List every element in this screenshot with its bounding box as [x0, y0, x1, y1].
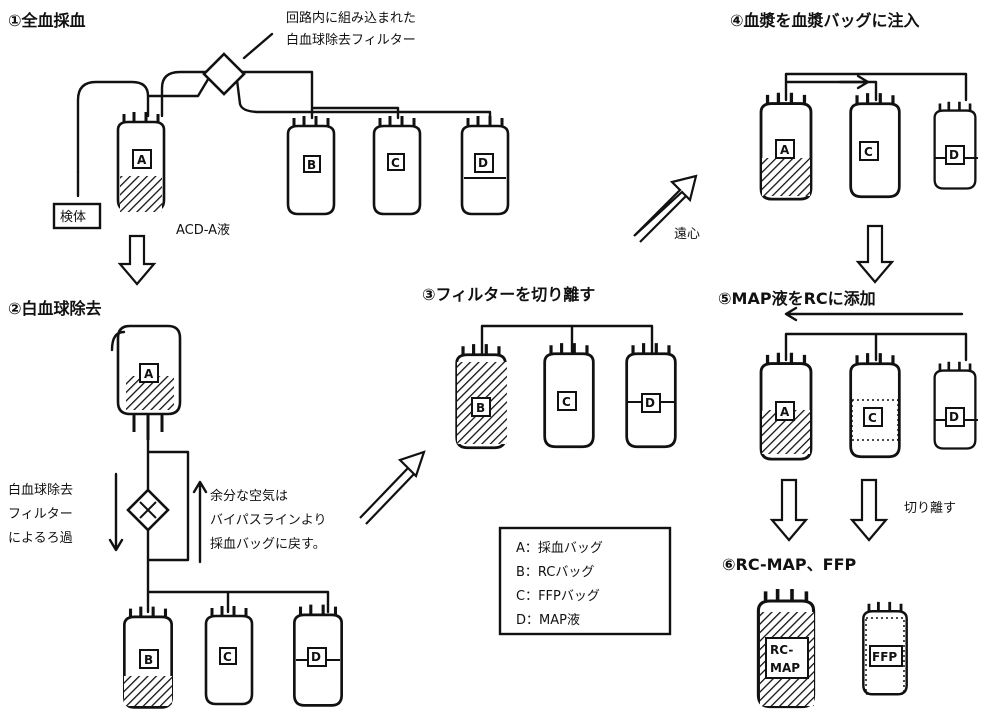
legend-item-b: B：RCバッグ: [516, 565, 594, 580]
step4-bag-a: A: [761, 93, 811, 199]
step1-bag-c: C: [374, 116, 420, 214]
sample-label: 検体: [60, 210, 86, 225]
step2-bag-d-letter: D: [311, 650, 321, 664]
step2-bag-a-letter: A: [144, 367, 154, 381]
step1-bag-a: A: [118, 112, 164, 212]
arrow-step5-to-ffp: [852, 480, 886, 540]
step2-bag-b: B: [124, 607, 172, 708]
filtration-down-arrow: [110, 474, 122, 550]
legend-item-c: C：FFPバッグ: [516, 589, 600, 604]
step5-bag-d-letter: D: [949, 410, 959, 424]
legend: A：採血バッグ B：RCバッグ C：FFPバッグ D：MAP液: [500, 528, 670, 634]
step1-bag-a-letter: A: [137, 153, 147, 167]
arrow-step5-to-rcmap: [772, 480, 806, 540]
step4-bag-c-letter: C: [864, 145, 873, 159]
bypass-note-line2: バイパスラインより: [210, 513, 326, 528]
step4-bag-a-letter: A: [780, 143, 790, 157]
step5-bag-a-letter: A: [780, 405, 790, 419]
filter-callout-line: [244, 34, 272, 58]
step1-bag-d: D: [462, 116, 508, 214]
acd-label: ACD-A液: [176, 223, 230, 238]
arrow-step4-to-step5: [858, 226, 892, 282]
step3-title: ③フィルターを切り離す: [422, 285, 595, 304]
step4-bag-c: C: [851, 93, 900, 197]
detach-label: 切り離す: [904, 501, 956, 516]
ffp-label: FFP: [872, 650, 897, 664]
step5-flow-arrow: [786, 308, 962, 320]
step4-flow-arrow: [840, 76, 868, 88]
step6-title: ⑥RC-MAP、FFP: [722, 555, 857, 574]
step5-tubing: [786, 334, 966, 360]
step3-bag-c: C: [545, 343, 594, 447]
step4-tubing: [786, 74, 966, 100]
step2-bag-a: A: [112, 326, 180, 440]
step2-title: ②白血球除去: [8, 299, 102, 318]
step5-bag-d: D: [934, 362, 978, 449]
step5-bag-c: C: [851, 353, 900, 457]
step4-bag-d-letter: D: [949, 148, 959, 162]
bypass-note-line1: 余分な空気は: [210, 488, 288, 504]
arrow-step2-to-step3: [360, 452, 424, 518]
step3-bag-c-letter: C: [562, 395, 571, 409]
step4-bag-d: D: [934, 102, 978, 189]
centrifuge-label: 遠心: [674, 227, 700, 242]
step1-title: ①全血採血: [8, 11, 86, 30]
step2-bag-b-letter: B: [144, 653, 153, 667]
wbc-filter-note-line1: 白血球除去: [8, 482, 73, 498]
step2-bag-c: C: [206, 606, 252, 704]
wbc-filter-note-line2: フィルター: [8, 507, 73, 522]
step4-title: ④血漿を血漿バッグに注入: [730, 11, 920, 30]
bypass-up-arrow: [194, 482, 206, 562]
step3-bag-b-letter: B: [476, 401, 485, 415]
arrow-step1-to-step2: [120, 236, 154, 284]
rcmap-label-line1: RC-: [770, 643, 793, 657]
wbc-filter-note-line3: によるろ過: [8, 531, 73, 546]
step5-title: ⑤MAP液をRCに添加: [718, 289, 876, 308]
legend-item-d: D：MAP液: [516, 613, 580, 628]
step3-bag-b: B: [457, 344, 507, 448]
rcmap-label-line2: MAP: [770, 661, 800, 675]
step6-bag-ffp: FFP: [863, 602, 906, 694]
filter-callout-line1: 回路内に組み込まれた: [286, 10, 416, 26]
step1-bag-b: B: [288, 116, 334, 214]
filter-callout-line2: 白血球除去フィルター: [286, 32, 416, 48]
step3-bag-d-letter: D: [645, 396, 655, 410]
step6-bag-rcmap: RC- MAP: [758, 589, 814, 707]
step5-bag-a: A: [761, 353, 811, 459]
step5-bag-c-letter: C: [868, 411, 877, 425]
step2-bag-d: D: [294, 605, 341, 706]
bypass-note-line3: 採血バッグに戻す。: [210, 537, 326, 552]
step1-bag-d-letter: D: [478, 156, 488, 170]
step1-bag-b-letter: B: [307, 158, 316, 172]
step2-bag-c-letter: C: [223, 650, 232, 664]
legend-item-a: A：採血バッグ: [516, 541, 603, 556]
step3-bag-d: D: [627, 343, 676, 447]
step1-bag-c-letter: C: [391, 156, 400, 170]
